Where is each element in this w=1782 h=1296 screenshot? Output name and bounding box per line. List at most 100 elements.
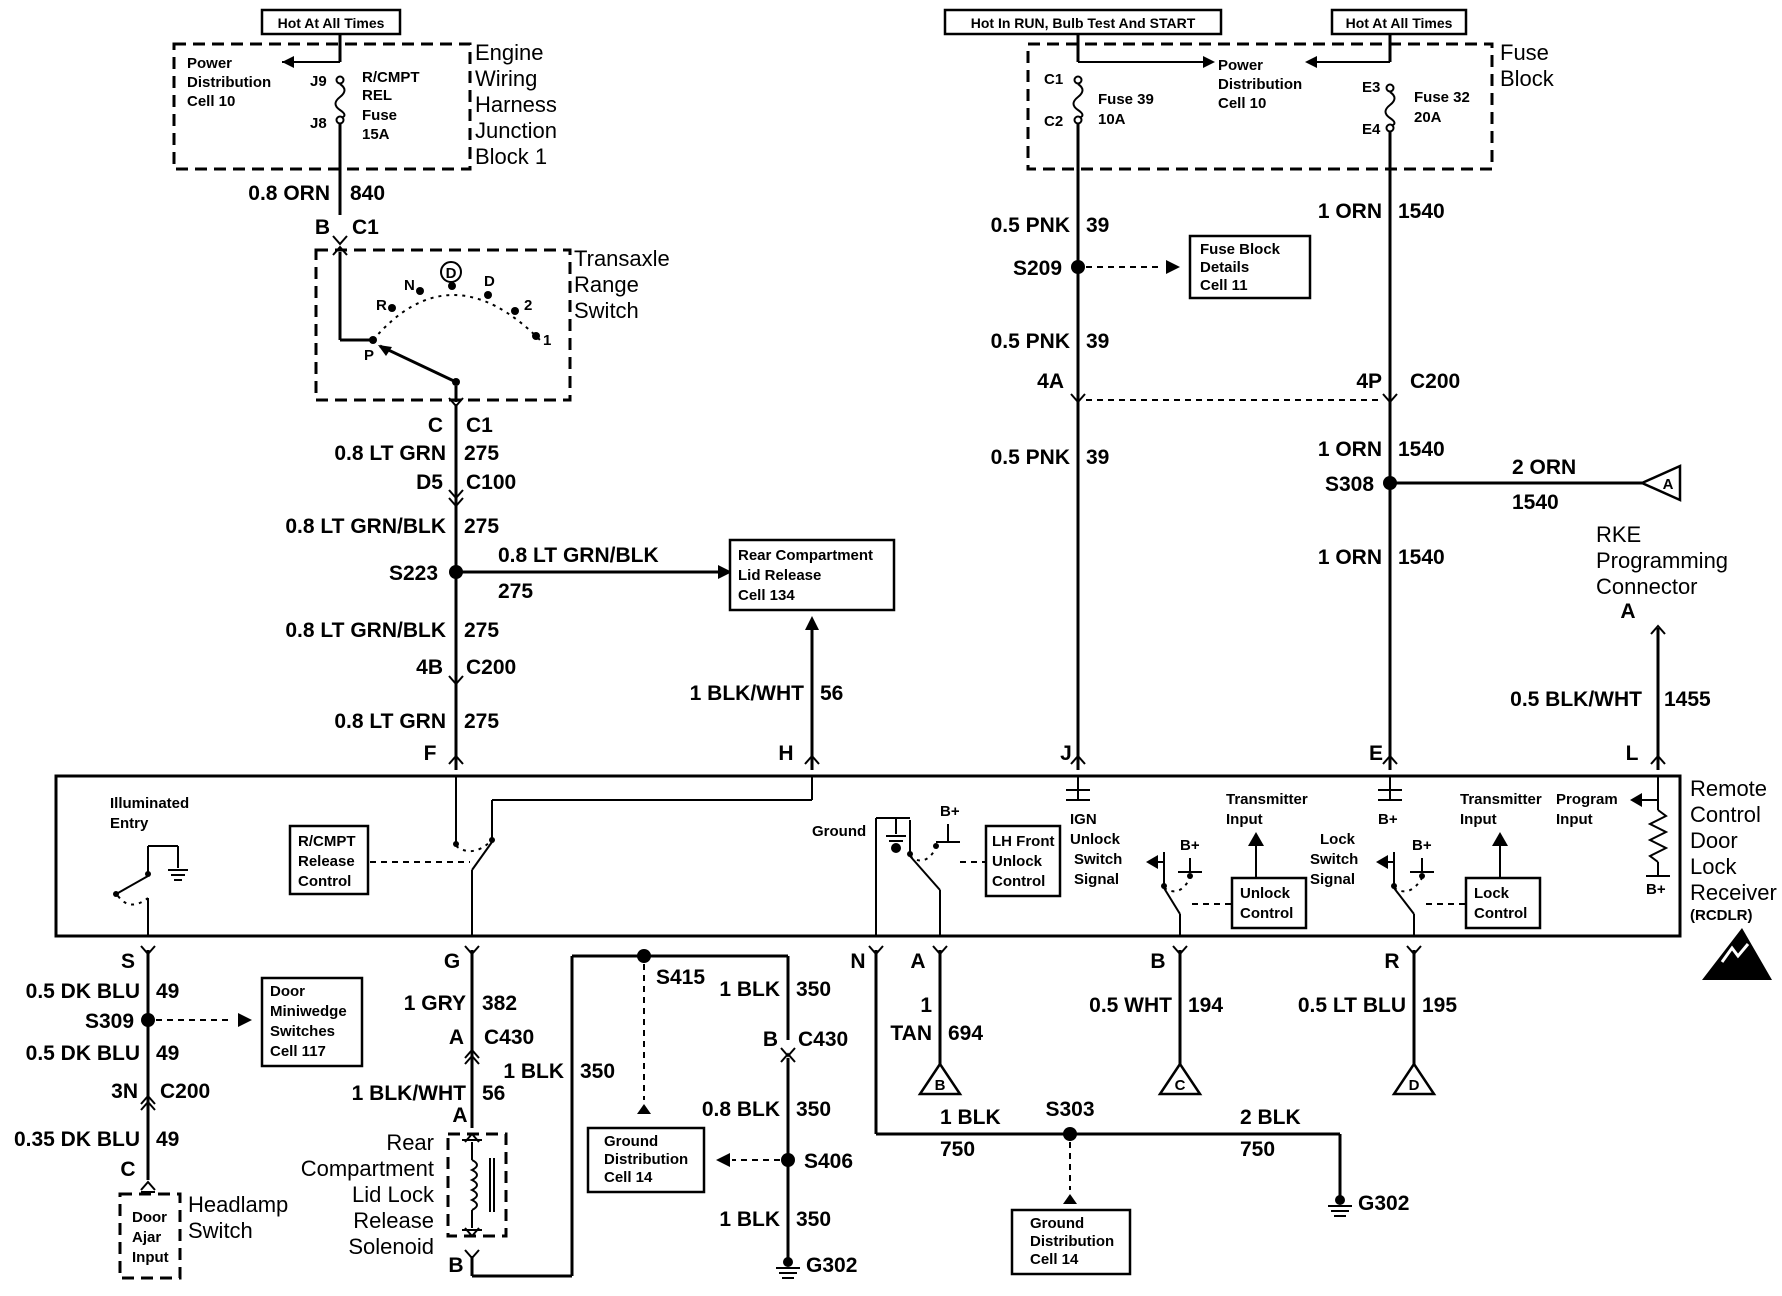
c430-a-conn: C430 — [484, 1026, 534, 1049]
door-ref-line1: Door — [270, 983, 305, 1000]
lbl-unlock-signal-1: Unlock — [1070, 831, 1121, 848]
lbl-lh-unlock-1: LH Front — [992, 833, 1054, 850]
trs-conn-c1-out: C1 — [466, 414, 493, 437]
rcdlr-pin-j: J — [1060, 742, 1072, 765]
gnd-ref2-line1: Ground — [1030, 1215, 1084, 1232]
wire-49c-circuit: 49 — [156, 1128, 179, 1151]
wire-382-gauge: 1 GRY — [404, 992, 466, 1015]
lbl-bplus-e: B+ — [1378, 811, 1398, 828]
wire-1540b-gauge: 1 ORN — [1318, 438, 1382, 461]
gnd-ref2-line2: Distribution — [1030, 1233, 1114, 1250]
lbl-lock-ctrl-2: Control — [1474, 905, 1527, 922]
lbl-ground: Ground — [812, 823, 866, 840]
trs-title-line3: Switch — [574, 298, 639, 323]
lbl-illuminated-2: Entry — [110, 815, 149, 832]
c200-4b-pin: 4B — [416, 656, 443, 679]
c200-4b-conn: C200 — [466, 656, 516, 679]
splice-s303-label: S303 — [1045, 1098, 1094, 1121]
wire-1540b-circuit: 1540 — [1398, 438, 1445, 461]
c430-b-conn: C430 — [798, 1028, 848, 1051]
wire-1540-branch-circuit: 1540 — [1512, 491, 1559, 514]
lbl-bplus-2: B+ — [1180, 837, 1200, 854]
wire-56-bottom-circuit: 56 — [482, 1082, 505, 1105]
wire-350b-circuit: 350 — [796, 978, 831, 1001]
c100-pin: D5 — [416, 471, 443, 494]
offpage-connector-d — [1391, 1061, 1437, 1096]
supply-label-right-text: Hot At All Times — [1346, 15, 1453, 31]
c430-b-pin: B — [763, 1028, 778, 1051]
ground-symbol-g302-right — [1328, 1195, 1352, 1217]
solenoid-pin-b: B — [448, 1254, 463, 1277]
wire-1540c-gauge: 1 ORN — [1318, 546, 1382, 569]
ejb-title-line4: Junction — [475, 118, 557, 143]
ground-g302-right-label: G302 — [1358, 1192, 1409, 1215]
wire-275d-gauge: 0.8 LT GRN — [334, 710, 446, 733]
lbl-lock-signal-3: Signal — [1310, 871, 1355, 888]
lbl-program-input-2: Input — [1556, 811, 1593, 828]
lbl-rcmpt-2: Release — [298, 853, 355, 870]
wire-1455-circuit: 1455 — [1664, 688, 1711, 711]
rear-lid-release-ref: Rear Compartment Lid Release Cell 134 — [728, 538, 896, 612]
ejb-fuse-line3: Fuse — [362, 107, 397, 124]
splice-s209 — [1071, 260, 1085, 274]
wire-840-gauge: 0.8 ORN — [248, 182, 330, 205]
lbl-bplus-1: B+ — [940, 803, 960, 820]
trs-pos-2: 2 — [524, 297, 532, 314]
supply-label-center-text: Hot In RUN, Bulb Test And START — [971, 15, 1196, 31]
engine-junction-block: Power Distribution Cell 10 J9 J8 R/CMPT … — [172, 34, 557, 215]
splice-s209-label: S209 — [1013, 257, 1062, 280]
fb-fuse39-name: Fuse 39 — [1098, 91, 1154, 108]
rke-title-line2: Programming — [1596, 548, 1728, 573]
wire-56-bottom-gauge: 1 BLK/WHT — [352, 1082, 466, 1105]
ejb-title-line5: Block 1 — [475, 144, 547, 169]
wire-350d-gauge: 1 BLK — [719, 1208, 780, 1231]
lbl-bplus-4: B+ — [1646, 881, 1666, 898]
wire-275b-circuit: 275 — [464, 515, 499, 538]
lbl-unlock-signal-3: Signal — [1074, 871, 1119, 888]
wire-49b-gauge: 0.5 DK BLU — [26, 1042, 140, 1065]
wire-194-gauge: 0.5 WHT — [1089, 994, 1172, 1017]
ejb-pin-j9: J9 — [310, 73, 327, 90]
ejb-pin-j8: J8 — [310, 115, 327, 132]
door-ref-line4: Cell 117 — [270, 1043, 326, 1060]
wire-56-top-gauge: 1 BLK/WHT — [690, 682, 804, 705]
wire-350a-circuit: 350 — [580, 1060, 615, 1083]
rcdlr-title-line3: Door — [1690, 828, 1738, 853]
ejb-fuse-line1: R/CMPT — [362, 69, 420, 86]
supply-label-right: Hot At All Times — [1330, 8, 1468, 36]
offpage-a-label: A — [1663, 476, 1674, 493]
wire-49a-gauge: 0.5 DK BLU — [26, 980, 140, 1003]
rcdlr-title-line1: Remote — [1690, 776, 1767, 801]
rke-pin-a: A — [1620, 600, 1635, 623]
wire-1455-gauge: 0.5 BLK/WHT — [1510, 688, 1642, 711]
wire-1540a-gauge: 1 ORN — [1318, 200, 1382, 223]
trs-pin-c: C — [428, 414, 443, 437]
trs-pos-n: N — [404, 277, 415, 294]
wire-1540c-circuit: 1540 — [1398, 546, 1445, 569]
wire-350d-circuit: 350 — [796, 1208, 831, 1231]
splice-s309-label: S309 — [85, 1010, 134, 1033]
solenoid-title-line5: Solenoid — [348, 1234, 434, 1259]
splice-s223-label: S223 — [389, 562, 438, 585]
rcdlr-title-line4: Lock — [1690, 854, 1737, 879]
wire-275b-gauge: 0.8 LT GRN/BLK — [285, 515, 446, 538]
lbl-lh-unlock-2: Unlock — [992, 853, 1043, 870]
transaxle-range-switch: P R N D D 2 1 Transaxle Range Switch — [314, 245, 670, 402]
offpage-d-label: D — [1409, 1077, 1420, 1094]
solenoid-title-line4: Release — [353, 1208, 434, 1233]
wire-275a-gauge: 0.8 LT GRN — [334, 442, 446, 465]
rear-lid-ref-line3: Cell 134 — [738, 587, 795, 604]
wire-49c-gauge: 0.35 DK BLU — [14, 1128, 140, 1151]
lbl-program-input-1: Program — [1556, 791, 1618, 808]
rcdlr-pin-a: A — [910, 950, 925, 973]
fb-pin-c2: C2 — [1044, 113, 1063, 130]
wire-750b-circuit: 750 — [1240, 1138, 1275, 1161]
door-ref-line2: Miniwedge — [270, 1003, 347, 1020]
gnd-ref1-line1: Ground — [604, 1133, 658, 1150]
c200-3n-conn: C200 — [160, 1080, 210, 1103]
wire-39c-gauge: 0.5 PNK — [991, 446, 1070, 469]
lbl-illuminated-1: Illuminated — [110, 795, 189, 812]
wire-275-branch-circuit: 275 — [498, 580, 533, 603]
rke-title-line1: RKE — [1596, 522, 1641, 547]
trs-title-line2: Range — [574, 272, 639, 297]
